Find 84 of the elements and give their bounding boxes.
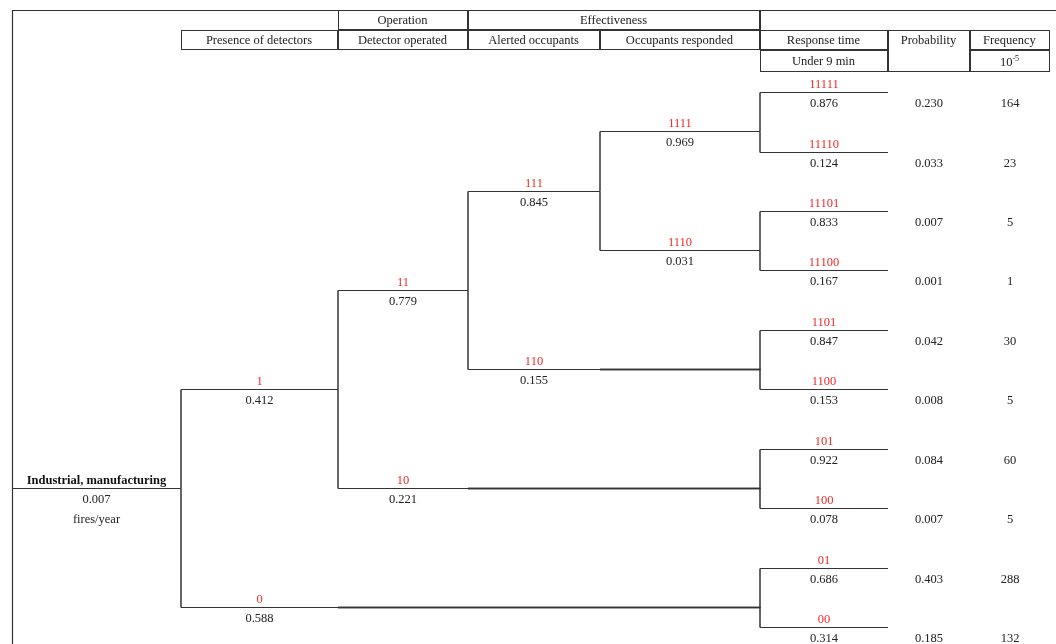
outcome-frequency: 1 [1005, 274, 1015, 288]
outcome-frequency: 30 [1002, 334, 1018, 348]
header-cell: Probability [887, 29, 970, 72]
branch-code: 01 [817, 553, 831, 568]
fire-frequency: 0.007 fires/year [71, 491, 122, 528]
branch-code: 111 [525, 176, 543, 191]
branch-probability: 0.412 [245, 392, 274, 409]
header-cell: Under 9 min [759, 49, 888, 72]
branch-code: 11100 [808, 255, 840, 270]
branch-connector [467, 190, 469, 292]
branch-probability: 0.969 [665, 134, 695, 151]
branch-code: 0 [256, 592, 263, 607]
outcome-frequency: 132 [999, 631, 1021, 644]
branch-connector [467, 289, 469, 371]
outcome-probability: 0.033 [913, 156, 945, 170]
outcome-frequency: 164 [999, 96, 1021, 110]
outcome-probability: 0.042 [913, 334, 945, 348]
branch-code: 10 [396, 473, 410, 488]
branch-code: 110 [524, 354, 544, 369]
header-cell: Detector operated [337, 29, 468, 50]
outcome-probability: 0.008 [913, 393, 945, 407]
branch-connector [759, 249, 761, 272]
branch-probability: 0.124 [809, 155, 839, 172]
header-cell: Presence of detectors [180, 29, 338, 50]
branch-probability: 0.153 [809, 392, 839, 409]
branch-connector [599, 368, 761, 391]
branch-code: 1110 [667, 235, 693, 250]
branch-code: 1 [256, 374, 263, 389]
outcome-frequency: 5 [1005, 393, 1015, 407]
outcome-probability: 0.185 [913, 631, 945, 644]
header-cell: Response time [759, 29, 888, 50]
header-cell: Frequency [969, 29, 1050, 50]
outcome-probability: 0.007 [913, 215, 945, 229]
header-cell: 10$^{-5}$ [969, 49, 1050, 72]
branch-connector [599, 190, 601, 252]
header-cell: Effectiveness [467, 9, 760, 30]
branch-probability: 0.922 [809, 452, 839, 469]
branch-probability: 0.031 [665, 253, 695, 270]
branch-connector [759, 130, 761, 154]
branch-probability: 0.833 [809, 214, 839, 231]
branch-probability: 0.845 [519, 194, 549, 211]
branch-probability: 0.876 [809, 95, 839, 112]
branch-code: 11 [396, 275, 409, 290]
branch-probability: 0.686 [809, 571, 839, 588]
branch-probability: 0.588 [245, 610, 274, 627]
branch-connector [599, 130, 601, 193]
branch-connector [337, 388, 339, 490]
branch-code: 1101 [811, 315, 837, 330]
header-cell: Operation [337, 9, 468, 30]
outcome-frequency: 288 [999, 572, 1021, 586]
branch-code: 1100 [811, 374, 837, 389]
branch-probability: 0.221 [388, 491, 418, 508]
branch-connector [337, 606, 761, 629]
branch-probability: 0.779 [388, 293, 418, 310]
outcome-probability: 0.007 [913, 512, 945, 526]
branch-connector [180, 388, 182, 490]
branch-code: 101 [814, 434, 834, 449]
branch-probability: 0.078 [809, 511, 839, 528]
branch-code: 11111 [809, 77, 839, 92]
outcome-probability: 0.403 [913, 572, 945, 586]
branch-connector [759, 91, 761, 133]
branch-connector [180, 487, 182, 609]
branch-code: 11101 [808, 196, 840, 211]
branch-probability: 0.314 [809, 630, 839, 644]
header-cell: Alerted occupants [467, 29, 600, 50]
outcome-frequency: 5 [1005, 512, 1015, 526]
branch-connector [467, 487, 761, 510]
branch-code: 11110 [809, 137, 839, 152]
initiating-event-label: Industrial, manufacturing [26, 473, 167, 488]
branch-connector [759, 210, 761, 252]
outcome-frequency: 23 [1002, 156, 1018, 170]
outcome-probability: 0.001 [913, 274, 945, 288]
branch-probability: 0.155 [519, 372, 549, 389]
branch-code: 00 [817, 612, 831, 627]
branch-code: 100 [814, 493, 834, 508]
outcome-frequency: 60 [1002, 453, 1018, 467]
outcome-frequency: 5 [1005, 215, 1015, 229]
outcome-probability: 0.230 [913, 96, 945, 110]
header-cell: Occupants responded [599, 29, 760, 50]
branch-connector [337, 289, 339, 391]
branch-probability: 0.847 [809, 333, 839, 350]
outcome-probability: 0.084 [913, 453, 945, 467]
branch-probability: 0.167 [809, 273, 839, 290]
branch-code: 1111 [668, 116, 692, 131]
